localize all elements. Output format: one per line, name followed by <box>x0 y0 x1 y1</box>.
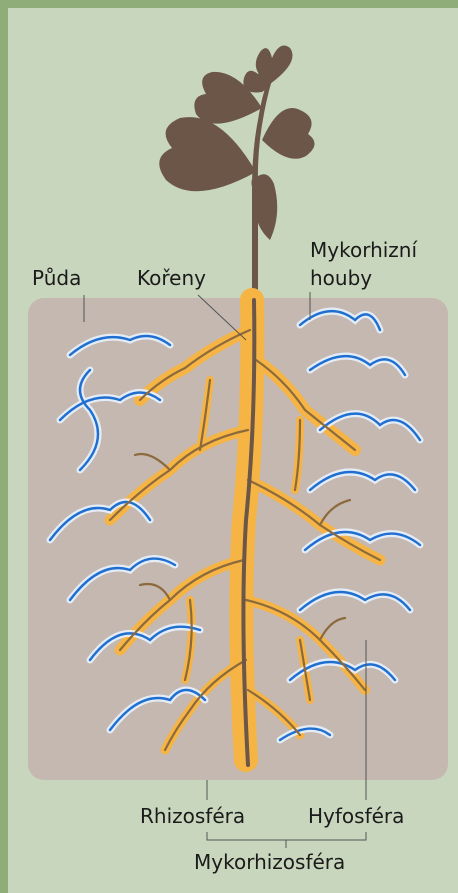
label-soil: Půda <box>32 266 81 290</box>
label-rhizosphere: Rhizosféra <box>140 804 245 828</box>
label-mycorrhizosphere: Mykorhizosféra <box>194 850 345 874</box>
label-roots: Kořeny <box>137 266 206 290</box>
label-fungi-line1: Mykorhizní <box>310 238 417 262</box>
label-hyphosphere: Hyfosféra <box>308 804 404 828</box>
label-fungi-line2: houby <box>310 266 372 290</box>
mycorrhizosphere-bracket <box>207 832 366 848</box>
leaf-right-mid <box>262 108 315 159</box>
plant-shoot <box>159 46 314 300</box>
leaf-left-lower <box>159 117 256 191</box>
